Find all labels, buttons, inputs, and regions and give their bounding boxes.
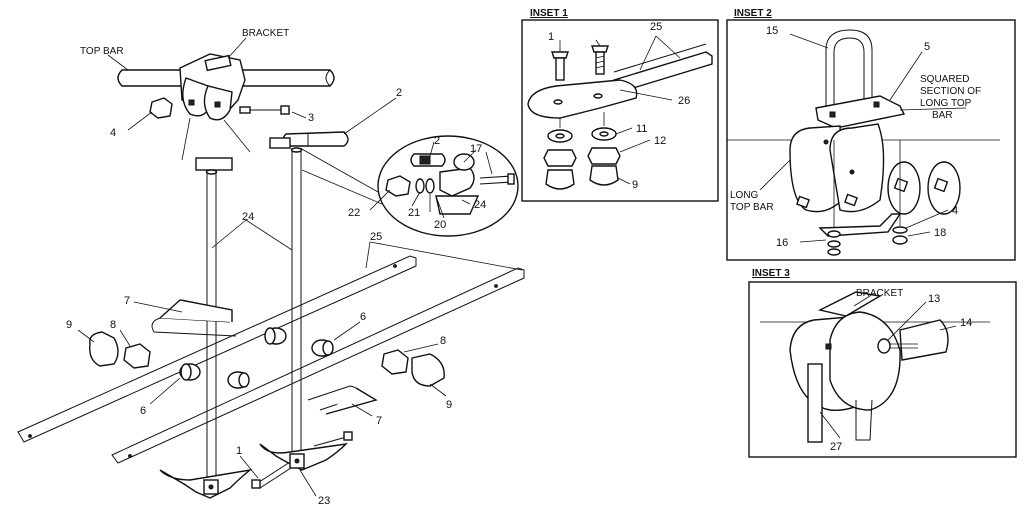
- detail-bolt-17: [479, 173, 515, 185]
- callout-6-right: 6: [360, 311, 366, 323]
- label-squared-4: BAR: [932, 110, 953, 121]
- inset2-callout-4: 4: [952, 205, 958, 217]
- detail-callout-2: 2: [434, 135, 440, 147]
- nut-8-right: [381, 349, 409, 375]
- detail-nut-22: [385, 175, 411, 197]
- foot-left: [159, 468, 253, 499]
- callout-9-left: 9: [66, 319, 72, 331]
- inset1-callout-12: 12: [654, 135, 666, 147]
- inset3-callout-27: 27: [830, 441, 842, 453]
- detail-callout-17: 17: [470, 143, 482, 155]
- label-top-bar: TOP BAR: [80, 46, 124, 57]
- upright-24-left: [205, 169, 218, 480]
- label-squared-1: SQUARED: [920, 74, 969, 85]
- inset-2: [726, 19, 1016, 261]
- nut-4: [149, 97, 173, 119]
- inset3-title: INSET 3: [752, 268, 790, 279]
- foot-23-right: [259, 443, 348, 471]
- inset2-callout-15: 15: [766, 25, 778, 37]
- inset1-callout-9: 9: [632, 179, 638, 191]
- tee-cap-left: [195, 157, 233, 171]
- spacer-6-c: [179, 363, 201, 381]
- inset-1: [521, 19, 719, 202]
- inset3-callout-14: 14: [960, 317, 972, 329]
- inset1-bolt-1b: [591, 45, 609, 75]
- cap-2: [282, 131, 349, 147]
- detail-callout-20: 20: [434, 219, 446, 231]
- inset2-title: INSET 2: [734, 8, 772, 19]
- detail-washer-21: [415, 178, 435, 194]
- leader-lines: [77, 33, 967, 497]
- inset2-washer-16: [827, 230, 841, 256]
- callout-25: 25: [370, 231, 382, 243]
- label-squared-2: SECTION OF: [920, 86, 981, 97]
- inset3-callout-13: 13: [928, 293, 940, 305]
- inset2-nut-18: [892, 226, 908, 245]
- detail-callout-24: 24: [474, 199, 486, 211]
- upright-24-right: [290, 147, 303, 452]
- inset1-bolt-1a: [551, 51, 569, 81]
- inset1-washer-11: [547, 127, 617, 143]
- u-bolt-7-left: [151, 299, 237, 337]
- callout-8-right: 8: [440, 335, 446, 347]
- callout-4: 4: [110, 127, 116, 139]
- inset-3: [748, 281, 1017, 458]
- label-long-2: TOP BAR: [730, 202, 774, 213]
- callout-7-right: 7: [376, 415, 382, 427]
- inset1-callout-25: 25: [650, 21, 662, 33]
- label-long-1: LONG: [730, 190, 759, 201]
- u-bolt-7-right: [307, 385, 378, 415]
- rail-25-front: [111, 267, 525, 464]
- spacer-6-d: [227, 371, 250, 389]
- inset2-callout-5: 5: [924, 41, 930, 53]
- bolt-1: [251, 461, 295, 489]
- inset1-callout-26: 26: [678, 95, 690, 107]
- rail-25-back: [17, 255, 417, 443]
- spacer-6-b: [311, 339, 334, 357]
- label-squared-3: LONG TOP: [920, 98, 972, 109]
- text-labels: TOP BAR BRACKET 4 3 2 24 25 7 9 8 6 6 8 …: [66, 8, 981, 507]
- inset2-callout-16: 16: [776, 237, 788, 249]
- inset1-cap-9: [545, 165, 619, 190]
- label-bracket: BRACKET: [242, 28, 289, 39]
- callout-8-left: 8: [110, 319, 116, 331]
- callout-1: 1: [236, 445, 242, 457]
- bracket: [179, 53, 246, 121]
- callout-3: 3: [308, 112, 314, 124]
- callout-23: 23: [318, 495, 330, 507]
- inset2-callout-18: 18: [934, 227, 946, 239]
- callout-7-left: 7: [124, 295, 130, 307]
- nut-8-left: [123, 343, 151, 369]
- cap-9-left: [89, 331, 119, 367]
- callout-6-left: 6: [140, 405, 146, 417]
- detail-callout-21: 21: [408, 207, 420, 219]
- inset1-callout-1: 1: [548, 31, 554, 43]
- tee-cap-right: [269, 137, 291, 149]
- inset1-title: INSET 1: [530, 8, 568, 19]
- detail-fitting: [435, 153, 480, 215]
- detail-callout-22: 22: [348, 207, 360, 219]
- detail-cap-2: [410, 153, 446, 167]
- callout-24: 24: [242, 211, 254, 223]
- label-bracket-inset3: BRACKET: [856, 288, 903, 299]
- circle-detail: [299, 135, 519, 237]
- spacer-6-a: [264, 327, 287, 345]
- inset1-nut-12: [543, 147, 621, 167]
- callout-2: 2: [396, 87, 402, 99]
- bolt-foot-right: [313, 431, 353, 447]
- cap-9-right: [411, 353, 445, 387]
- bolt-3: [239, 105, 290, 115]
- callout-9-right: 9: [446, 399, 452, 411]
- main-assembly: [17, 53, 525, 499]
- inset1-callout-11: 11: [636, 123, 647, 135]
